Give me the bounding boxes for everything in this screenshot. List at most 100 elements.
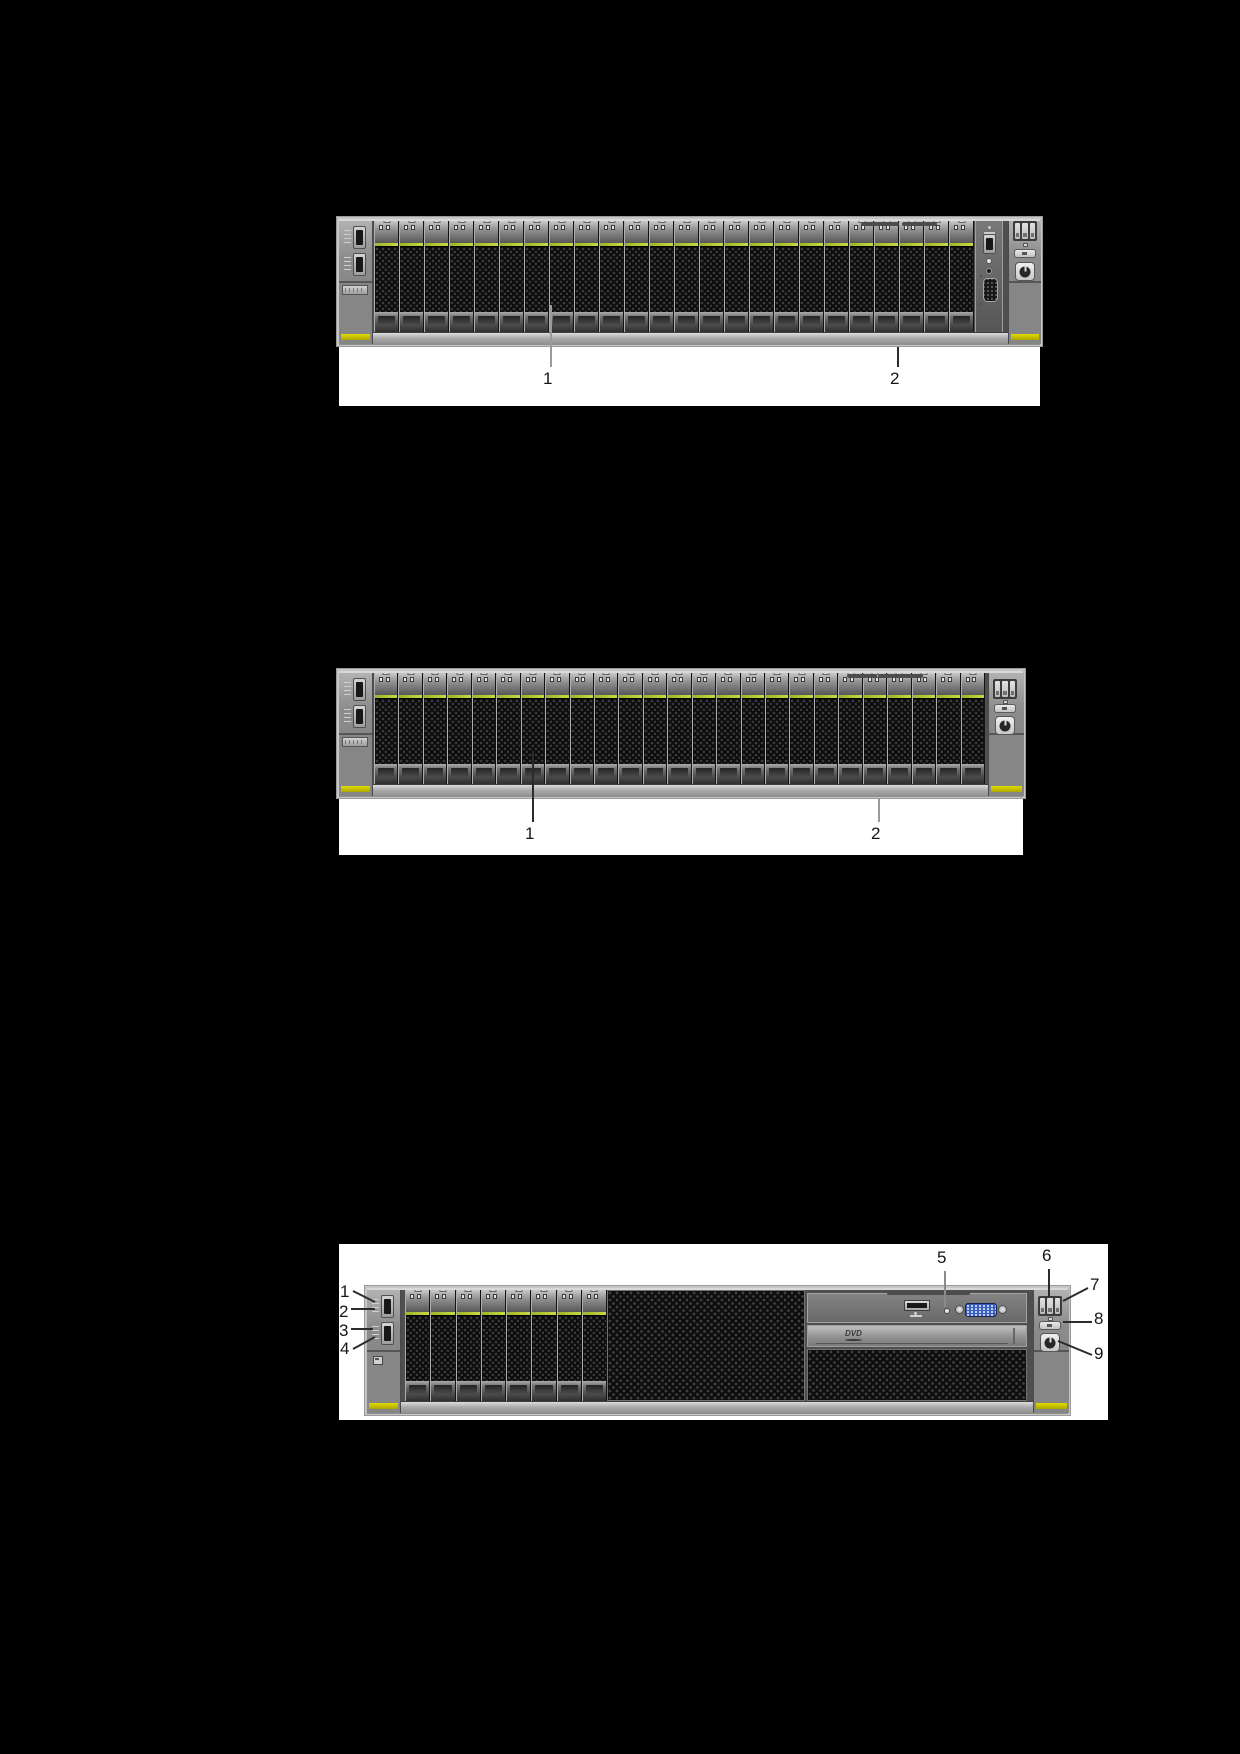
drive-bay-array [374, 219, 974, 332]
drive-handle [825, 221, 848, 243]
drive-handle [406, 1290, 430, 1312]
drive-tray [949, 219, 974, 332]
drive-vent-mesh [431, 1315, 455, 1381]
drive-handle-dot [654, 677, 659, 682]
drive-handle [725, 221, 748, 243]
drive-latch-bar [425, 243, 448, 246]
drive-vent-mesh [766, 698, 789, 764]
drive-tray [960, 671, 985, 784]
drive-latch-bar [546, 695, 569, 698]
chassis-label-strip [887, 1291, 970, 1295]
drive-tray-footer [619, 764, 642, 784]
drive-tray-footer [399, 764, 422, 784]
drive-tray-footer [550, 312, 573, 332]
drive-tray-footer [525, 312, 548, 332]
drive-vent-mesh [594, 698, 618, 764]
drive-handle-dot [745, 677, 750, 682]
drive-handle-dot [611, 225, 616, 230]
left-mounting-ear [339, 671, 373, 796]
drive-vent-mesh [532, 1315, 556, 1381]
drive-vent-mesh [875, 246, 898, 312]
drive-tray-footer [600, 312, 623, 332]
drive-latch-bar [423, 695, 447, 698]
drive-handle [950, 221, 973, 243]
drive-bay-array [405, 1288, 607, 1401]
drive-tray [399, 219, 424, 332]
power-icon [1044, 1337, 1056, 1348]
drive-tray [667, 671, 692, 784]
drive-latch-bar [741, 695, 764, 698]
drive-handle-dot [672, 677, 677, 682]
drive-handle-dot [511, 1294, 516, 1299]
drive-vent-mesh [950, 246, 973, 312]
drive-vent-mesh [525, 246, 548, 312]
drive-vent-mesh [423, 698, 447, 764]
drive-tray-footer [375, 764, 398, 784]
drive-tray-footer [961, 764, 984, 784]
drive-latch-bar [961, 695, 984, 698]
drive-tray-footer [406, 1381, 430, 1401]
pull-out-label [342, 737, 368, 747]
drive-handle [741, 673, 764, 695]
drive-handle-dot [410, 1294, 415, 1299]
drive-handle-dot [604, 225, 609, 230]
drive-tray-footer [450, 312, 473, 332]
drive-latch-bar [619, 695, 642, 698]
drive-tray [506, 1288, 532, 1401]
drive-vent-mesh [575, 246, 598, 312]
drive-handle-dot [536, 1294, 541, 1299]
drive-handle-dot [679, 677, 684, 682]
drive-handle-dot [529, 225, 534, 230]
drive-tray-footer [912, 764, 936, 784]
drive-vent-mesh [692, 698, 716, 764]
drive-tray-footer [500, 312, 523, 332]
drive-vent-mesh [450, 246, 473, 312]
ear-lower-panel [367, 1350, 400, 1413]
drive-tray [789, 671, 814, 784]
drive-vent-mesh [717, 698, 740, 764]
drive-latch-bar [725, 243, 748, 246]
drive-handle [675, 221, 698, 243]
drive-handle-dot [843, 677, 848, 682]
drive-handle-dot [532, 677, 537, 682]
drive-latch-bar [594, 695, 618, 698]
drive-vent-mesh [839, 698, 862, 764]
chassis-label-strip [878, 674, 923, 678]
drive-handle-dot [461, 225, 466, 230]
callout-line [1062, 1287, 1089, 1302]
port-label [344, 709, 351, 723]
drive-handle-dot [501, 677, 506, 682]
drive-tray-footer [643, 764, 667, 784]
chassis-bottom-rail [339, 332, 1040, 345]
drive-handle-dot [679, 225, 684, 230]
drive-tray-footer [497, 764, 520, 784]
drive-tray-footer [425, 312, 448, 332]
status-indicators-icon [993, 679, 1017, 699]
drive-tray [545, 671, 570, 784]
drive-handle-dot [543, 1294, 548, 1299]
drive-tray-footer [400, 312, 423, 332]
drive-tray-footer [875, 312, 898, 332]
drive-tray [398, 671, 423, 784]
drive-vent-mesh [725, 246, 748, 312]
drive-handle [790, 673, 813, 695]
drive-vent-mesh [790, 698, 813, 764]
drive-latch-bar [790, 695, 813, 698]
drive-handle-dot [598, 677, 603, 682]
drive-vent-mesh [912, 698, 936, 764]
drive-vent-mesh [375, 698, 398, 764]
drive-vent-mesh [448, 698, 471, 764]
drive-latch-bar [912, 695, 936, 698]
drive-tray [471, 671, 497, 784]
drive-latch-bar [675, 243, 698, 246]
drive-handle-dot [511, 225, 516, 230]
drive-vent-mesh [850, 246, 873, 312]
drive-handle [668, 673, 691, 695]
drive-handle-dot [947, 677, 952, 682]
drive-latch-bar [500, 243, 523, 246]
drive-handle-dot [696, 677, 701, 682]
vga-screw [999, 1306, 1006, 1313]
drive-handle [475, 221, 498, 243]
drive-handle-dot [605, 677, 610, 682]
